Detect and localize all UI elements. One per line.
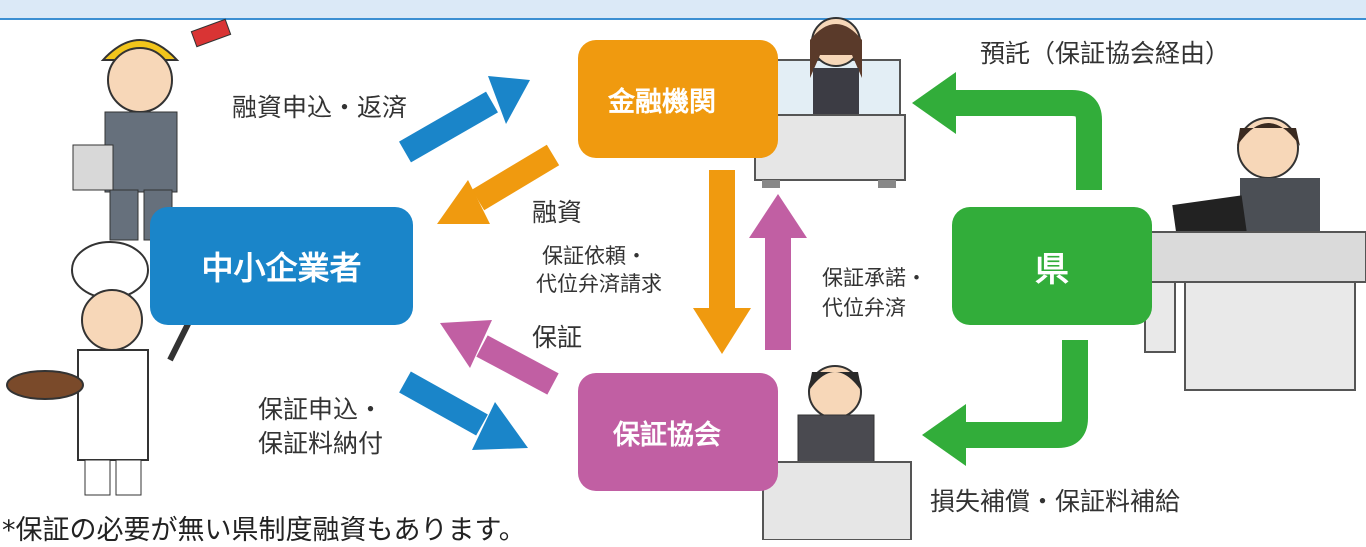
node-bank-label: 金融機関 <box>608 86 716 118</box>
label-subrogation: 代位弁済 <box>822 296 906 320</box>
label-loss-compensation: 損失補償・保証料補給 <box>930 487 1181 516</box>
label-guarantee-apply: 保証申込・ <box>258 395 384 424</box>
label-guarantee-request: 保証依頼・ <box>542 244 647 268</box>
arrow-loss-compensation <box>922 340 1088 466</box>
arrow-guarantee-accept <box>749 194 807 350</box>
label-subrogation-request: 代位弁済請求 <box>536 272 662 296</box>
top-banner <box>0 0 1366 20</box>
arrow-guarantee <box>440 320 559 395</box>
arrow-loan <box>437 144 560 224</box>
label-loan-apply-repay: 融資申込・返済 <box>232 93 408 122</box>
arrow-loan-apply <box>399 76 530 163</box>
arrow-guarantee-apply <box>399 371 528 450</box>
label-loan: 融資 <box>532 198 583 227</box>
arrow-guarantee-request <box>693 170 751 354</box>
label-guarantee-fee-pay: 保証料納付 <box>258 429 384 458</box>
footnote: *保証の必要が無い県制度融資もあります。 <box>2 515 526 546</box>
node-guarantee: 保証協会 <box>578 373 778 491</box>
label-guarantee: 保証 <box>532 323 583 352</box>
worker-illustration <box>72 18 232 241</box>
bank-clerk-illustration <box>754 17 906 188</box>
node-guarantee-label: 保証協会 <box>613 419 721 451</box>
node-sme-label: 中小企業者 <box>201 249 362 287</box>
prefecture-official-illustration <box>1139 117 1366 391</box>
chef-illustration <box>6 241 193 496</box>
guarantee-clerk-illustration <box>762 365 912 540</box>
label-deposit: 預託（保証協会経由） <box>980 39 1231 68</box>
node-prefecture: 県 <box>952 207 1152 325</box>
label-guarantee-accept: 保証承諾・ <box>822 266 927 290</box>
node-prefecture-label: 県 <box>1035 249 1069 290</box>
node-sme: 中小企業者 <box>150 207 413 325</box>
node-bank: 金融機関 <box>578 40 778 158</box>
arrow-deposit <box>912 72 1102 190</box>
